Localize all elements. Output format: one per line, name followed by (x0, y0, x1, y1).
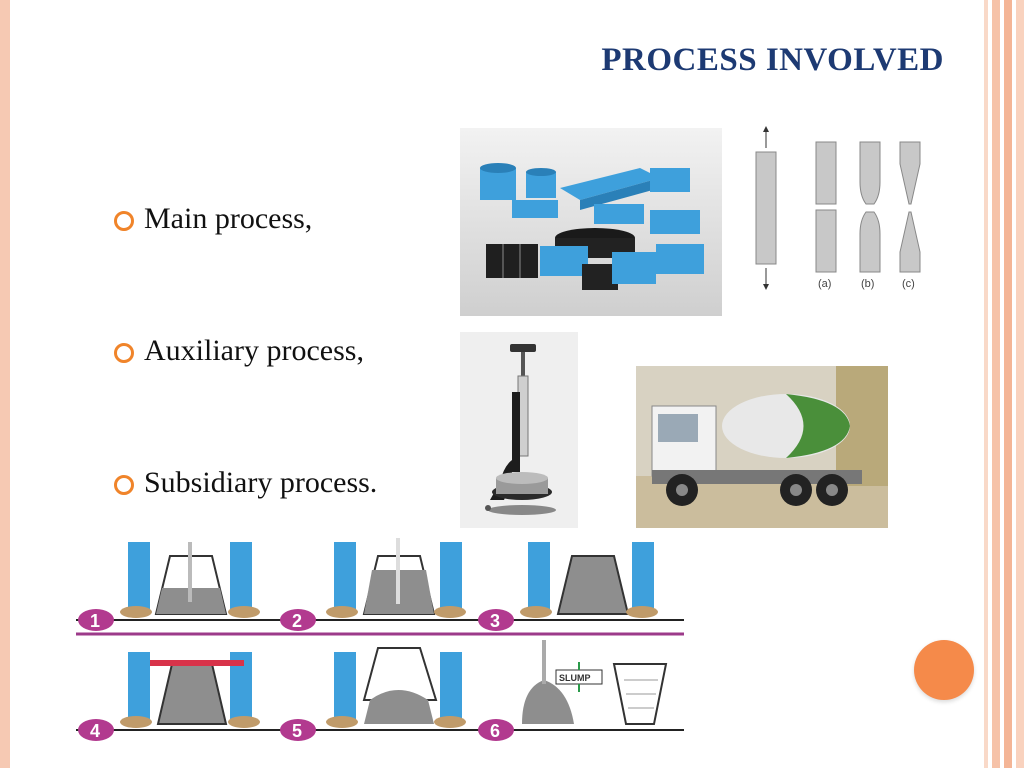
bullet-label: Main process, (144, 202, 313, 235)
step-3-panel (520, 542, 658, 618)
concrete-moulds-image (460, 128, 722, 316)
step-number-3: 3 (490, 611, 500, 631)
decorative-circle (914, 640, 974, 700)
step-number-6: 6 (490, 721, 500, 741)
right-border-decoration (980, 0, 1024, 768)
step-number-4: 4 (90, 721, 100, 741)
vicat-apparatus-image (460, 332, 578, 528)
slump-test-steps-image: SLUMP 1 2 3 4 5 6 (76, 530, 684, 744)
step-6-panel: SLUMP (522, 640, 668, 725)
bullet-label: Auxiliary process, (144, 334, 364, 367)
label-a: (a) (818, 278, 831, 290)
step-1-panel (120, 542, 260, 618)
step-number-1: 1 (90, 611, 100, 631)
left-border-strip (0, 0, 10, 768)
tensile-fracture-diagram: (a) (b) (c) (755, 126, 921, 290)
bullet-ring-icon (114, 211, 134, 231)
label-b: (b) (861, 278, 874, 290)
slump-label: SLUMP (559, 673, 591, 683)
page-title: PROCESS INVOLVED (601, 42, 944, 78)
step-number-5: 5 (292, 721, 302, 741)
label-c: (c) (902, 278, 915, 290)
step-4-panel (120, 652, 260, 728)
step-2-panel (326, 538, 466, 618)
step-5-panel (326, 647, 466, 728)
bullet-label: Subsidiary process. (144, 466, 378, 499)
step-number-2: 2 (292, 611, 302, 631)
bullet-ring-icon (114, 475, 134, 495)
transit-mixer-truck-image (636, 366, 888, 528)
bullet-ring-icon (114, 343, 134, 363)
